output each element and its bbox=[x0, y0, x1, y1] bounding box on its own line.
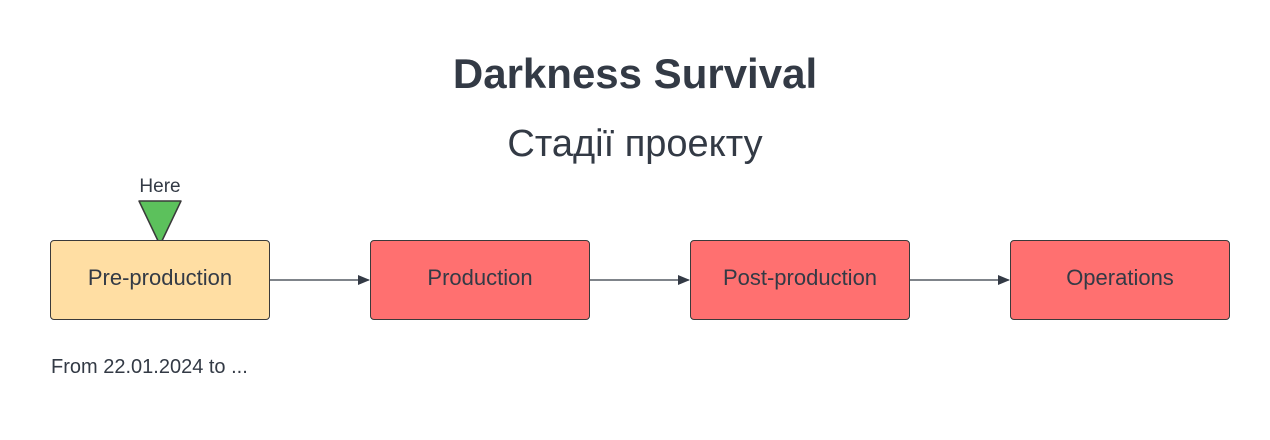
stage-production: Production bbox=[370, 240, 590, 320]
stage-post-production: Post-production bbox=[690, 240, 910, 320]
stage-label: Operations bbox=[1066, 265, 1174, 290]
current-stage-marker-label: Here bbox=[139, 176, 181, 197]
stage-label: Production bbox=[427, 265, 533, 290]
date-range-note: From 22.01.2024 to ... bbox=[51, 356, 248, 378]
diagram-subtitle: Стадії проекту bbox=[507, 123, 763, 165]
stage-label: Pre-production bbox=[87, 265, 233, 290]
stage-operations: Operations bbox=[1010, 240, 1230, 320]
marker-triangle bbox=[138, 200, 182, 246]
stage-label: Post-production bbox=[722, 265, 878, 290]
diagram-title: Darkness Survival bbox=[452, 50, 818, 97]
current-stage-marker-icon bbox=[138, 200, 182, 246]
stage-pre-production: Pre-production bbox=[50, 240, 270, 320]
